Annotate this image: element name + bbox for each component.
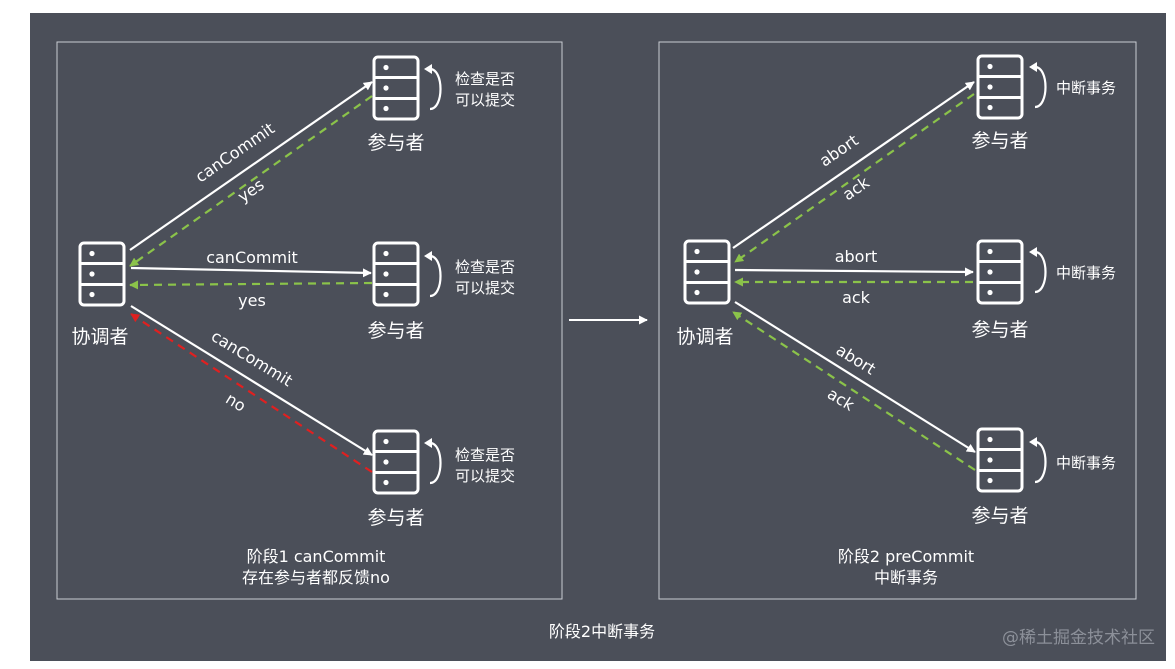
p1-bot-check-line1: 检查是否 <box>455 446 515 464</box>
p1-participant-top-server-icon <box>372 55 420 121</box>
p1-arrow-mid-reply <box>129 280 373 290</box>
p1-arrow-mid-request <box>130 266 372 278</box>
p2-arrow-top-request <box>732 81 975 249</box>
p1-loop-bot-icon <box>422 436 442 485</box>
p2-coordinator-server-icon <box>683 239 731 305</box>
p2-participant-bot-label: 参与者 <box>971 505 1028 527</box>
p1-caption-line1: 阶段1 canCommit <box>247 547 386 566</box>
p2-caption-line2: 中断事务 <box>874 568 938 587</box>
p2-bot-action: 中断事务 <box>1056 454 1116 472</box>
p1-mid-reply-label: yes <box>238 291 266 310</box>
p2-mid-action: 中断事务 <box>1056 264 1116 282</box>
p2-participant-top-label: 参与者 <box>971 130 1028 152</box>
phase2-diagram: 协调者 中断事务 参与者 中断事务 参与者 中断事务 参与者 abort ack… <box>676 54 1116 587</box>
phase1-diagram: 协调者 检查是否 可以提交 参与者 检查是否 可以提交 参与者 检查是否 可以提… <box>71 55 515 587</box>
p2-arrow-top-reply <box>734 93 975 263</box>
p1-top-check-line2: 可以提交 <box>455 91 515 109</box>
p1-mid-check-line1: 检查是否 <box>455 258 515 276</box>
phase2-panel <box>658 41 1137 600</box>
p1-coordinator-server-icon <box>78 241 126 307</box>
p1-bot-reply-label: no <box>222 389 249 416</box>
p1-coordinator-label: 协调者 <box>71 326 128 348</box>
watermark: @稀土掘金技术社区 <box>1002 628 1155 648</box>
p2-mid-request-label: abort <box>835 247 878 266</box>
p1-participant-bot-server-icon <box>372 429 420 495</box>
p1-loop-mid-icon <box>422 249 442 298</box>
p2-participant-mid-server-icon <box>976 239 1024 305</box>
diagram-canvas <box>30 13 1166 661</box>
phase1-panel <box>56 41 563 600</box>
p1-arrow-top-request <box>129 81 373 251</box>
p2-arrow-bot-request <box>734 301 976 453</box>
p2-loop-top-icon <box>1027 60 1047 109</box>
p1-arrow-bot-request <box>130 305 373 456</box>
p2-top-reply-label: ack <box>839 172 873 204</box>
p2-mid-reply-label: ack <box>842 288 871 307</box>
p1-participant-mid-label: 参与者 <box>367 320 424 342</box>
p1-loop-top-icon <box>422 62 442 111</box>
p1-arrow-top-reply <box>129 95 373 267</box>
footer-title: 阶段2中断事务 <box>549 622 655 641</box>
p2-loop-mid-icon <box>1027 245 1047 294</box>
p2-coordinator-label: 协调者 <box>676 326 733 348</box>
p2-top-action: 中断事务 <box>1056 79 1116 97</box>
p2-caption-line1: 阶段2 preCommit <box>838 547 974 566</box>
p1-mid-request-label: canCommit <box>206 248 298 267</box>
p2-participant-mid-label: 参与者 <box>971 319 1028 341</box>
p1-participant-bot-label: 参与者 <box>367 507 424 529</box>
p1-mid-check-line2: 可以提交 <box>455 279 515 297</box>
p2-participant-top-server-icon <box>976 54 1024 120</box>
p1-caption-line2: 存在参与者都反馈no <box>242 568 390 587</box>
p2-bot-request-label: abort <box>833 340 879 378</box>
p2-arrow-mid-request <box>734 267 974 277</box>
p1-participant-mid-server-icon <box>372 241 420 307</box>
p2-loop-bot-icon <box>1027 435 1047 484</box>
p1-arrow-bot-reply <box>130 313 373 473</box>
p2-participant-bot-server-icon <box>976 427 1024 493</box>
p1-top-reply-label: yes <box>234 175 268 206</box>
p1-participant-top-label: 参与者 <box>367 132 424 154</box>
p2-bot-reply-label: ack <box>824 384 858 415</box>
p1-bot-check-line2: 可以提交 <box>455 467 515 485</box>
p2-arrow-bot-reply <box>732 311 976 471</box>
p1-top-check-line1: 检查是否 <box>455 70 515 88</box>
